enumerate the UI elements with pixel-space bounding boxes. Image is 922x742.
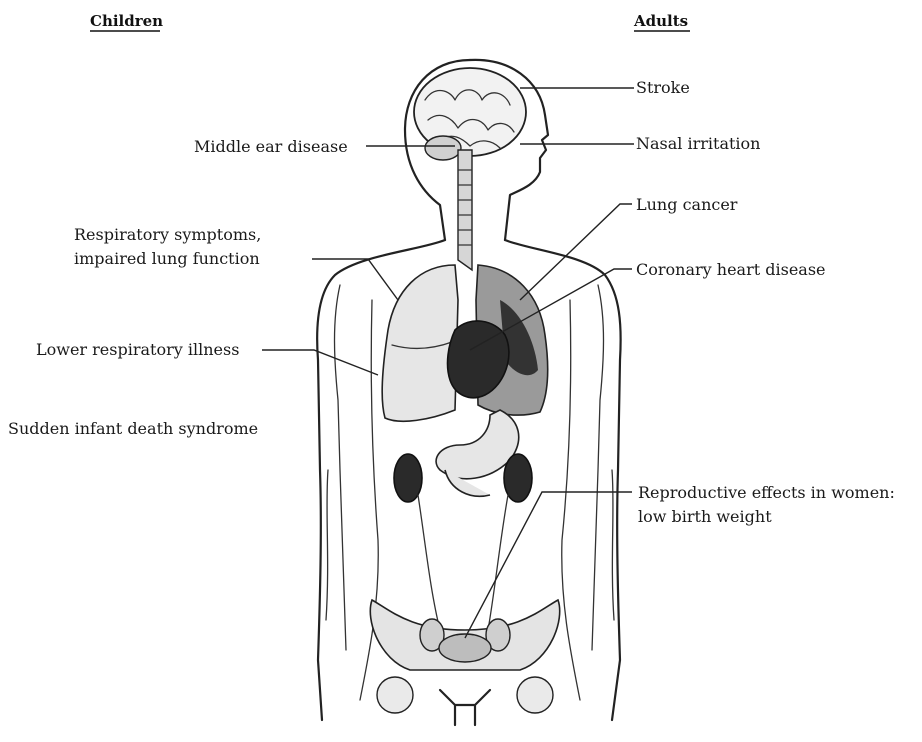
label-lower-respiratory: Lower respiratory illness xyxy=(36,340,239,359)
label-sids: Sudden infant death syndrome xyxy=(8,419,258,438)
label-middle-ear: Middle ear disease xyxy=(194,137,348,156)
children-labels: Middle ear disease Respiratory symptoms,… xyxy=(8,137,348,438)
leader-lung-cancer xyxy=(520,204,632,300)
label-stroke: Stroke xyxy=(636,78,690,97)
label-coronary: Coronary heart disease xyxy=(636,260,826,279)
label-reproductive-line2: low birth weight xyxy=(638,507,772,526)
adult-labels: Stroke Nasal irritation Lung cancer Coro… xyxy=(636,78,895,526)
label-reproductive-line1: Reproductive effects in women: xyxy=(638,483,895,502)
children-header: Children xyxy=(90,12,163,31)
pelvis-illustration xyxy=(370,600,559,725)
children-header-text: Children xyxy=(90,12,163,30)
adults-header-text: Adults xyxy=(633,12,688,30)
adults-header: Adults xyxy=(633,12,690,31)
leader-lower-respiratory xyxy=(262,350,378,375)
label-respiratory-line2: impaired lung function xyxy=(74,249,260,268)
label-respiratory-line1: Respiratory symptoms, xyxy=(74,225,261,244)
label-lung-cancer: Lung cancer xyxy=(636,195,738,214)
airway-illustration xyxy=(458,150,472,270)
label-nasal: Nasal irritation xyxy=(636,134,760,153)
